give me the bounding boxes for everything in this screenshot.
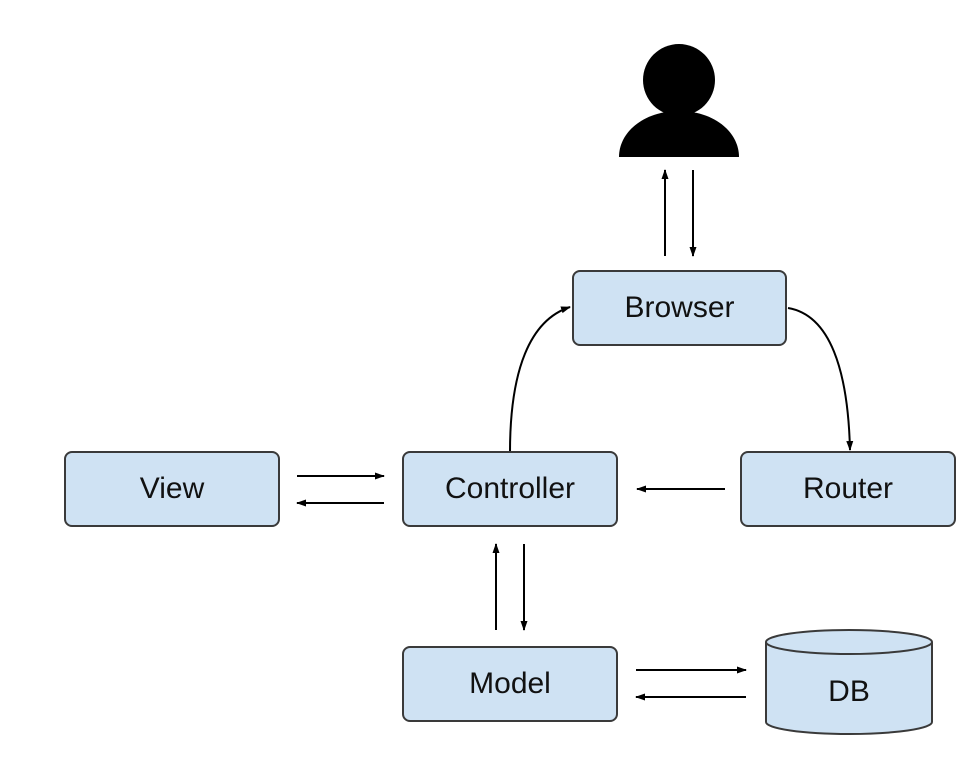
controller-node: Controller	[402, 451, 618, 527]
db-cylinder	[765, 629, 933, 735]
model-node: Model	[402, 646, 618, 722]
arrow-browser-to-router	[787, 307, 854, 451]
view-node: View	[64, 451, 280, 527]
arrow-controller-to-browser	[509, 306, 571, 453]
db-label: DB	[828, 675, 870, 708]
router-node: Router	[740, 451, 956, 527]
browser-node: Browser	[572, 270, 787, 346]
user-icon	[619, 44, 739, 157]
